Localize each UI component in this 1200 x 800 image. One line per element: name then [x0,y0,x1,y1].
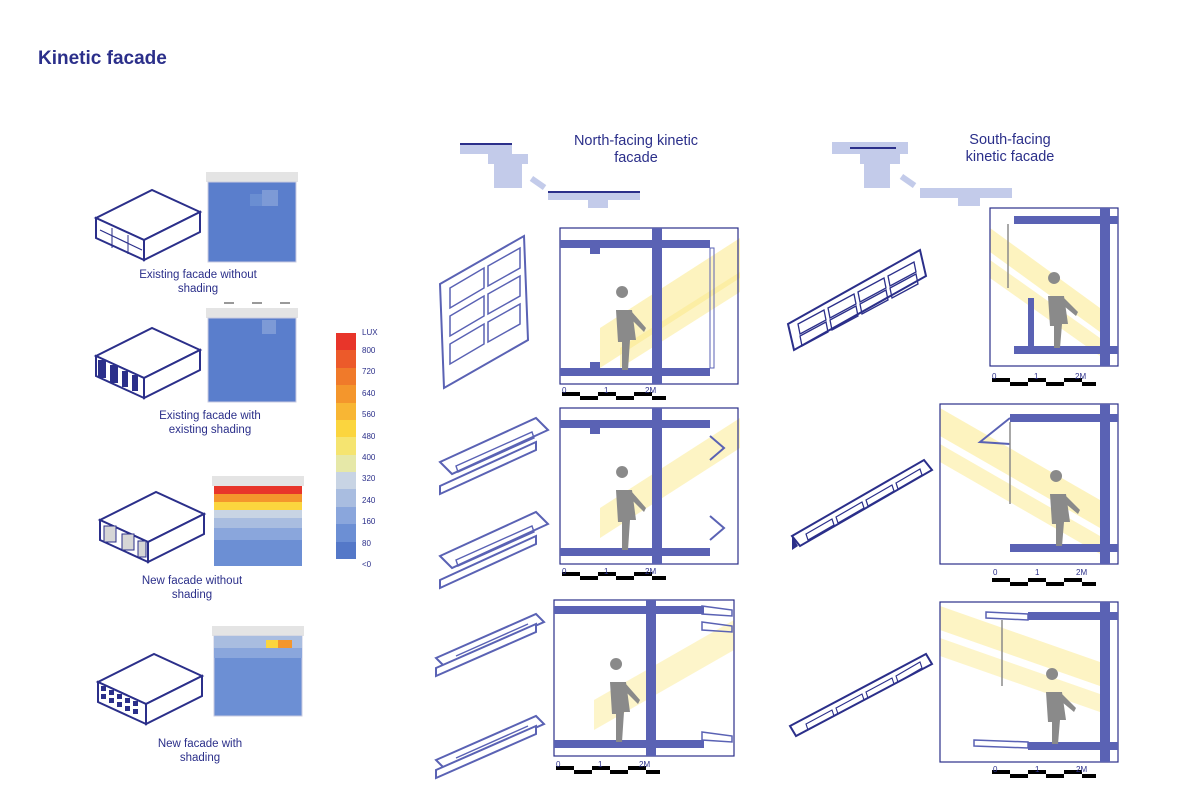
lux-legend-label: 720 [362,367,376,377]
lux-scale-step [336,506,356,525]
south-panel-axonometric-closed [786,248,928,352]
south-scale-1-r2: 1 [1035,568,1040,577]
lux-legend-label: 80 [362,538,371,548]
lux-scale-step [336,350,356,369]
north-scale-2m-r2: 2M [645,567,657,576]
lux-scale-step [336,541,356,560]
north-scale-2m-r3: 2M [639,760,651,769]
lux-scale-step [336,402,356,421]
lux-scale-step [336,385,356,404]
building-axonometric-existing-no-shading [93,188,203,262]
north-section-closed [559,227,740,400]
heatmap-existing-shading [206,302,298,403]
lux-scale-step [336,419,356,438]
north-key-plan [460,143,640,208]
scenario-caption-4: New facade with shading [157,738,243,764]
heatmap-new-shading [212,626,304,717]
heatmap-new-no-shading [212,476,304,566]
north-panel-axonometric-closed [438,234,530,390]
lux-legend-label: 640 [362,388,376,398]
lux-scale-step [336,489,356,508]
north-section-open [553,599,735,774]
north-section-half-open [559,407,740,580]
lux-legend-unit: LUX [362,328,378,337]
page-title: Kinetic facade [38,48,167,69]
south-scale-0-r3: 0 [993,765,998,774]
lux-legend-label: 320 [362,474,376,484]
south-scale-2m-r3: 2M [1076,765,1088,774]
south-scale-0-r2: 0 [993,568,998,577]
south-section-half-open [939,403,1119,586]
north-scale-1-r1: 1 [604,386,609,395]
south-scale-2m-r2: 2M [1076,568,1088,577]
lux-scale-step [336,472,356,490]
scenario-caption-1: Existing facade without shading [139,269,257,295]
south-section-open [939,601,1119,778]
north-scale-0-r3: 0 [556,760,561,769]
north-scale-1-r2: 1 [604,567,609,576]
lux-legend-label: 560 [362,410,376,420]
building-axonometric-new-shading [95,652,205,726]
lux-legend-label: 160 [362,517,376,527]
north-panel-axonometric-open-upper [434,612,546,678]
south-scale-2m-r1: 2M [1075,372,1087,381]
lux-scale-step [336,437,356,456]
lux-scale-step [336,367,356,386]
lux-scale-step [336,524,356,543]
north-scale-0-r1: 0 [562,386,567,395]
lux-color-scale [336,333,356,560]
south-scale-1-r3: 1 [1035,765,1040,774]
north-panel-axonometric-half-open-lower [438,510,550,590]
north-panel-axonometric-half-open-upper [438,416,550,496]
scenario-caption-2: Existing facade with existing shading [159,410,261,436]
north-heading: North-facing kinetic facade [573,133,699,166]
lux-legend-label: 240 [362,495,376,505]
south-panel-axonometric-half-open [790,458,934,550]
building-axonometric-new-no-shading [97,490,207,564]
north-scale-2m-r1: 2M [645,386,657,395]
lux-scale-step [336,454,356,473]
lux-legend-label: <0 [362,560,372,569]
south-scale-0-r1: 0 [992,372,997,381]
heatmap-existing-no-shading [206,172,298,263]
lux-legend-label: 400 [362,453,376,462]
south-scale-1-r1: 1 [1034,372,1039,381]
north-scale-0-r2: 0 [562,567,567,576]
lux-legend-label: 480 [362,431,376,441]
building-axonometric-existing-shading [93,326,203,400]
scenario-caption-3: New facade without shading [141,575,243,601]
north-panel-axonometric-open-lower [434,714,546,780]
south-key-plan [832,142,1012,206]
north-scale-1-r3: 1 [598,760,603,769]
lux-legend-labels: 800 720 640 560 480 400 320 240 160 80 <0 [362,340,402,569]
south-panel-axonometric-open [788,652,934,738]
south-section-closed [989,207,1119,386]
lux-scale-step [336,333,356,351]
south-heading: South-facing kinetic facade [965,132,1055,165]
lux-legend-label: 800 [362,346,376,355]
